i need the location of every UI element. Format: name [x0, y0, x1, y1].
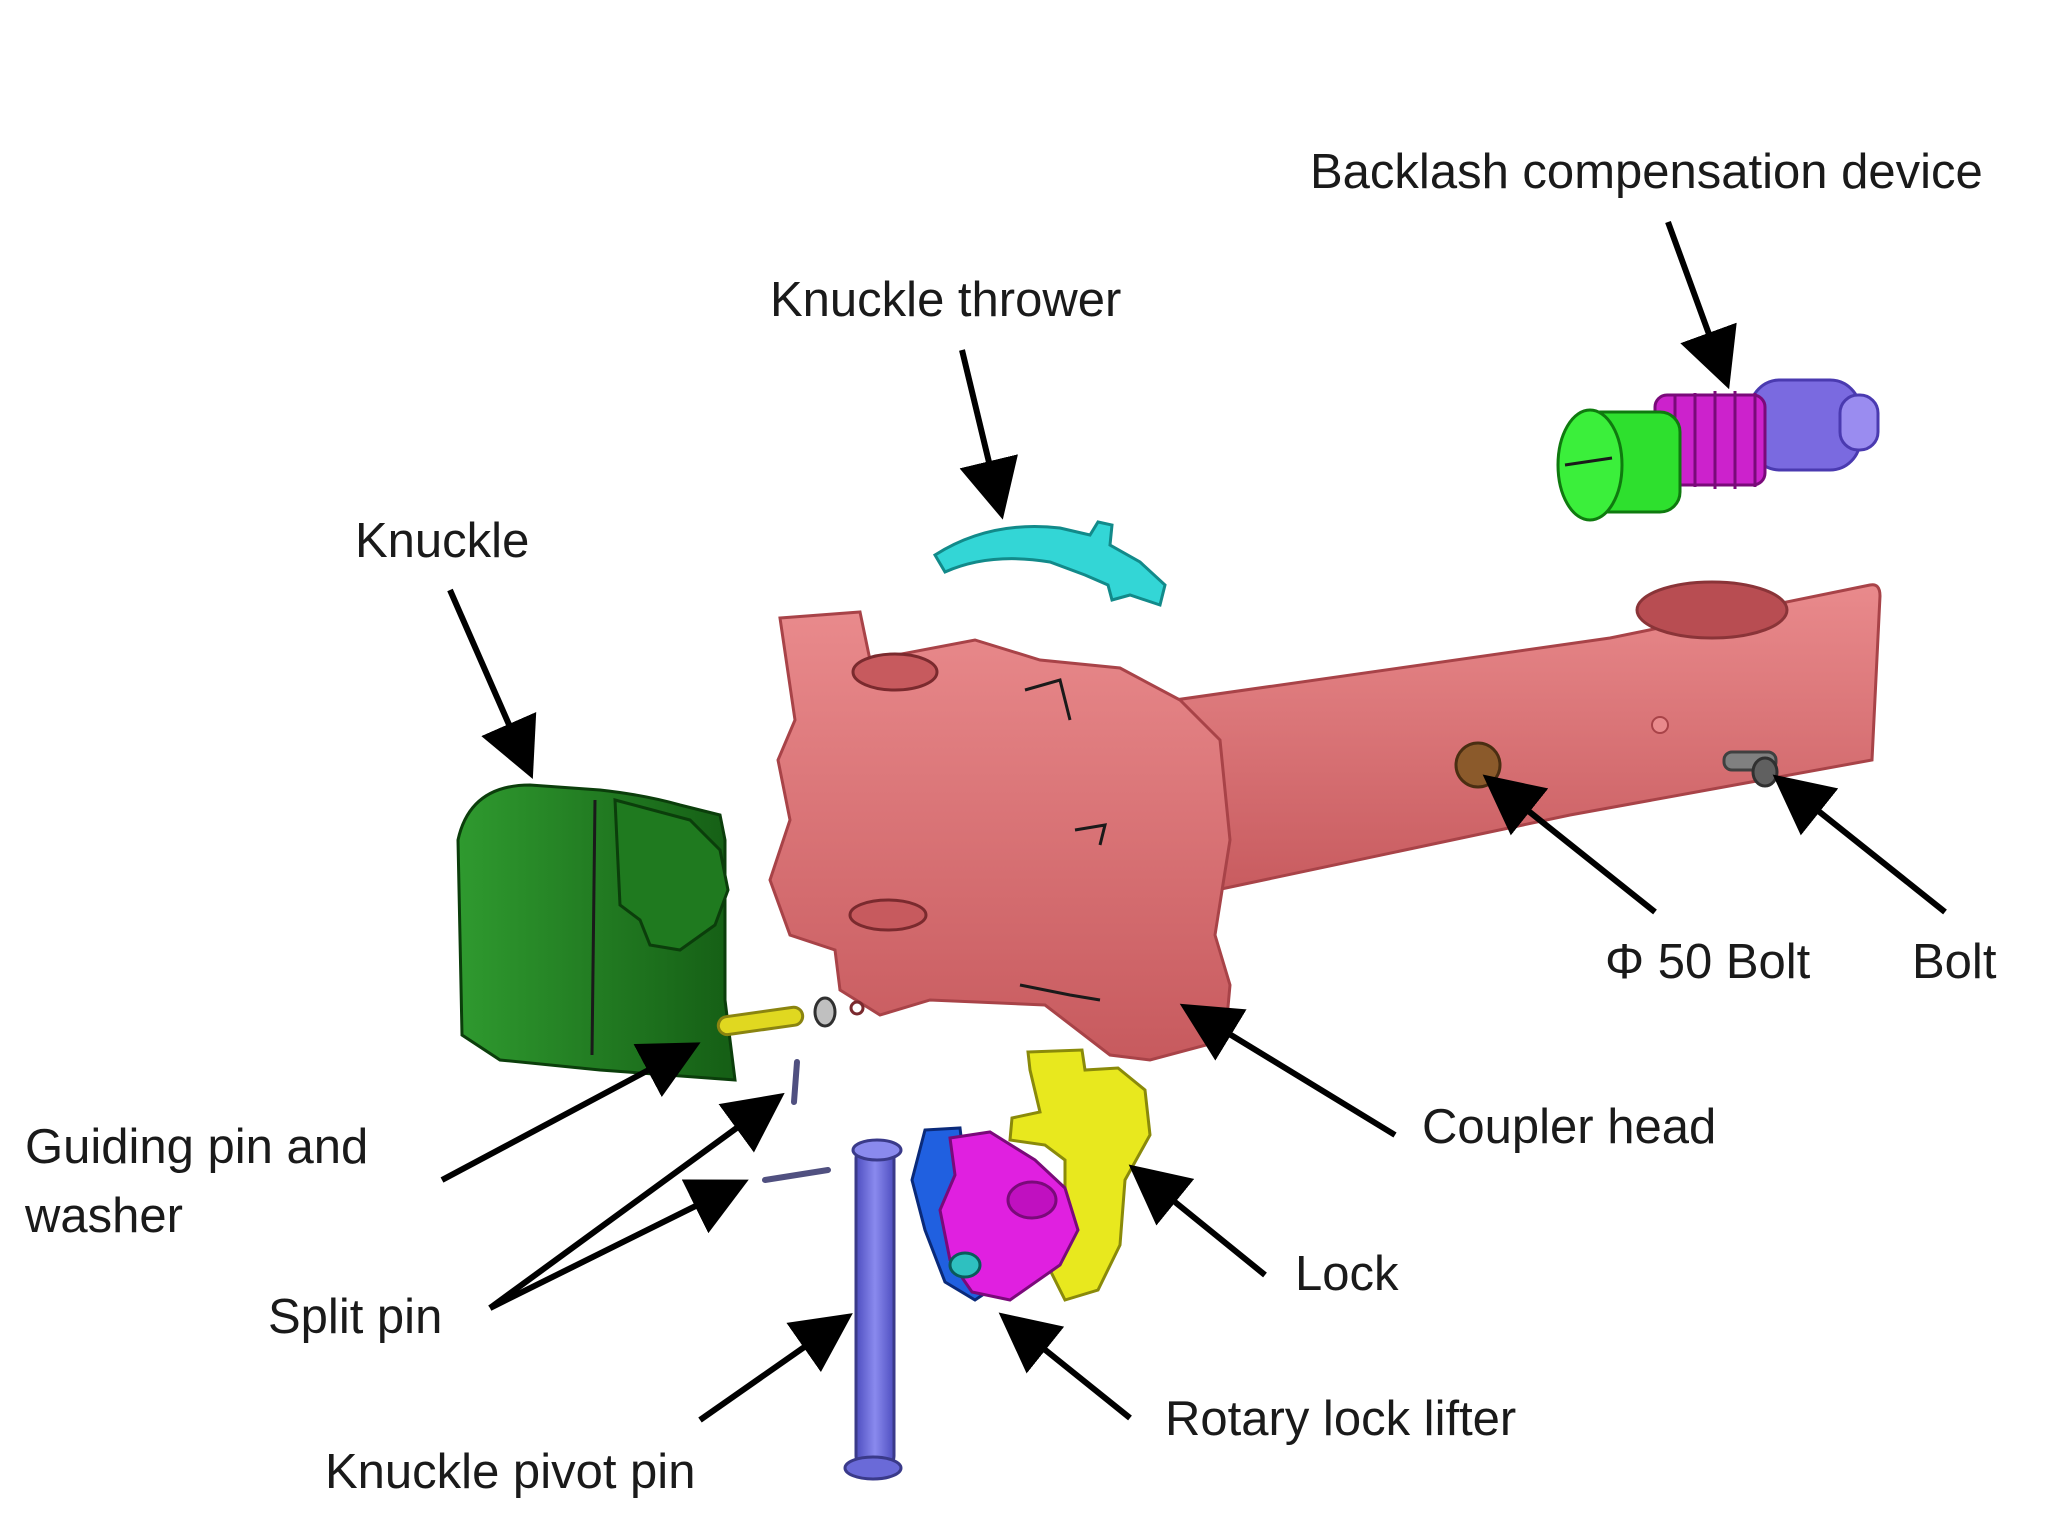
arrow-knuckle-thrower	[959, 349, 1018, 520]
bolt	[1722, 750, 1779, 788]
label-phi50-bolt: Φ 50 Bolt	[1605, 935, 1811, 989]
label-knuckle-thrower: Knuckle thrower	[770, 273, 1121, 327]
label-backlash-compensation-device: Backlash compensation device	[1310, 145, 1983, 199]
label-bolt: Bolt	[1912, 935, 1997, 989]
label-lock: Lock	[1295, 1247, 1399, 1301]
upper-pin-hole	[851, 652, 939, 692]
arrow-backlash	[1665, 220, 1737, 390]
arrow-split-pin-b	[488, 1179, 749, 1311]
label-knuckle-pivot-pin: Knuckle pivot pin	[325, 1445, 695, 1499]
arrow-knuckle	[447, 588, 537, 779]
arrow-rotary-lock-lifter	[998, 1312, 1132, 1421]
arrow-coupler-head	[1179, 1003, 1397, 1138]
backlash-green-face	[1556, 408, 1624, 522]
knuckle-pivot-pin	[843, 1138, 903, 1481]
label-coupler-head: Coupler head	[1422, 1100, 1716, 1154]
backlash-cap-end	[1838, 393, 1880, 452]
knuckle	[456, 783, 737, 1082]
lock	[1008, 1048, 1152, 1302]
coupler-head-main	[768, 610, 1232, 1062]
arrow-split-pin-a	[488, 1092, 785, 1311]
coupler-head-body	[768, 580, 1882, 1062]
guiding-pin-and-washer	[716, 996, 865, 1037]
leader-arrows	[440, 220, 1947, 1423]
split-pins	[762, 1059, 831, 1183]
arrow-phi50-bolt	[1482, 774, 1657, 915]
label-split-pin: Split pin	[268, 1290, 442, 1344]
lower-pin-hole	[848, 898, 928, 932]
label-guiding-pin-line1: Guiding pin and	[25, 1120, 368, 1174]
label-knuckle: Knuckle	[355, 514, 529, 568]
coupler-shank	[1138, 583, 1882, 902]
knuckle-thrower	[932, 520, 1167, 607]
rotary-lock-lifter	[910, 1126, 1080, 1302]
shank-slot	[1635, 580, 1789, 640]
backlash-compensation-device	[1556, 378, 1880, 522]
label-guiding-pin-line2: washer	[24, 1189, 183, 1243]
label-rotary-lock-lifter: Rotary lock lifter	[1165, 1392, 1516, 1446]
small-hole	[1651, 716, 1669, 734]
arrow-bolt	[1772, 774, 1947, 915]
arrow-lock	[1128, 1164, 1267, 1278]
arrow-guiding-pin	[440, 1042, 701, 1183]
arrow-knuckle-pivot-pin	[698, 1313, 853, 1423]
